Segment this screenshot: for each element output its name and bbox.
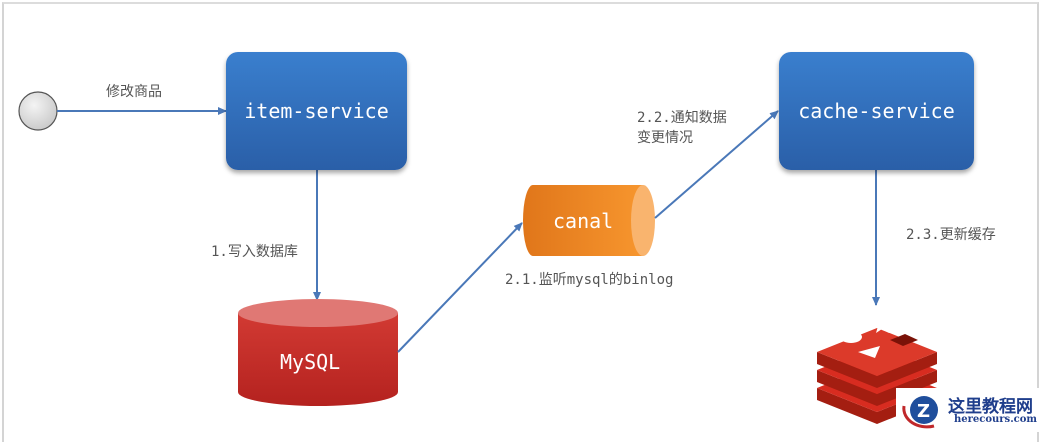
- edge-label-notify-line1: 2.2.通知数据: [637, 110, 727, 126]
- item-service-label: item-service: [244, 99, 389, 123]
- canal-label: canal: [553, 209, 614, 233]
- watermark-url: herecours.com: [954, 414, 1038, 425]
- arrow-notify: [654, 110, 779, 219]
- edge-label-write-db: 1.写入数据库: [211, 244, 298, 260]
- edge-label-notify-line2: 变更情况: [637, 130, 693, 146]
- watermark-title: 这里教程网: [948, 397, 1033, 417]
- mysql-label: MySQL: [280, 350, 341, 374]
- arrow-listen-binlog: [397, 222, 523, 353]
- svg-text:Z: Z: [917, 401, 930, 422]
- edge-label-update-cache: 2.3.更新缓存: [906, 227, 996, 243]
- item-service-node: item-service: [226, 52, 407, 170]
- edge-label-modify: 修改商品: [106, 84, 162, 100]
- watermark: Z 这里教程网 herecours.com: [896, 388, 1043, 432]
- mysql-database-icon: [238, 299, 398, 406]
- user-actor-icon: [18, 91, 58, 131]
- cache-service-node: cache-service: [779, 52, 974, 170]
- watermark-logo-icon: Z: [902, 396, 938, 429]
- canal-queue-icon: [523, 185, 655, 256]
- edge-label-listen-binlog: 2.1.监听mysql的binlog: [505, 272, 674, 288]
- cache-service-label: cache-service: [798, 99, 955, 123]
